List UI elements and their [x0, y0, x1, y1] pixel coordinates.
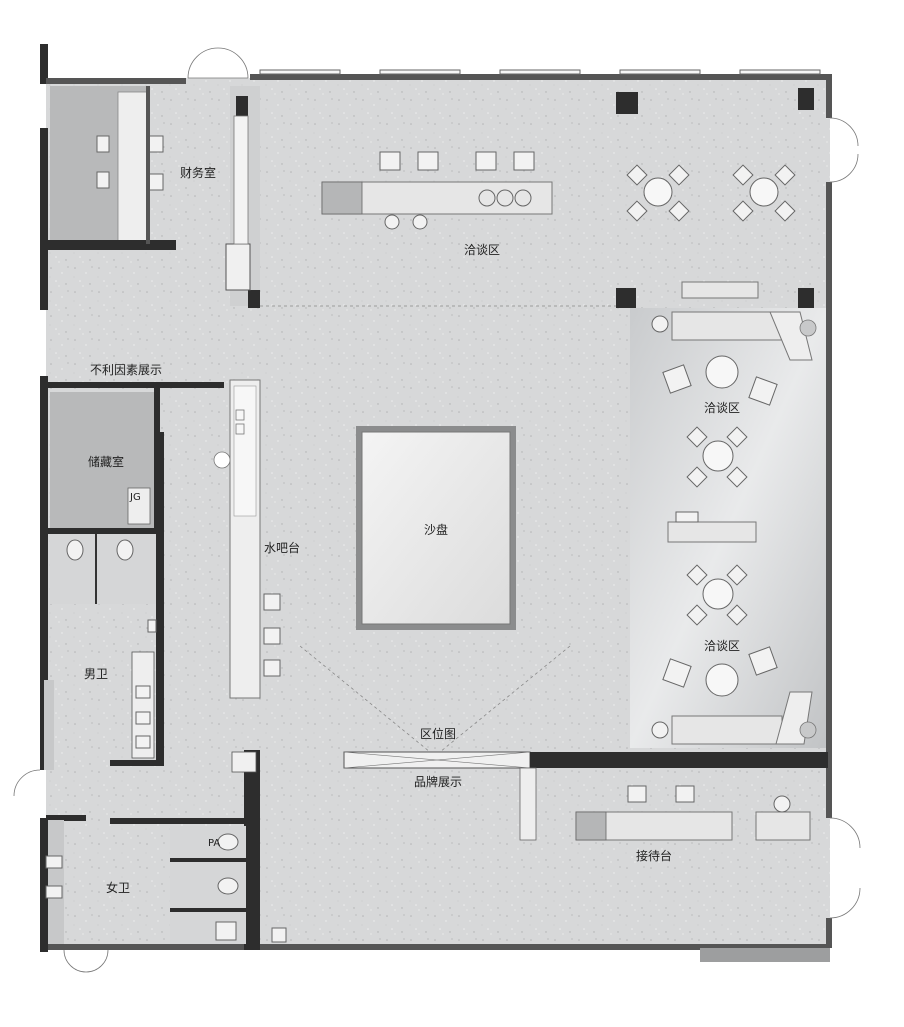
label-negotiation-low: 洽谈区 [704, 639, 740, 653]
finance-room [46, 86, 176, 250]
bar-stool [384, 214, 400, 230]
bar-chair [379, 151, 401, 171]
door-bottom [63, 949, 109, 973]
planter-mid [667, 511, 757, 543]
label-mens-wc: 男卫 [84, 667, 108, 681]
label-negotiation-mid: 洽谈区 [704, 401, 740, 415]
door-top [187, 47, 249, 79]
womens-wc-fixtures [45, 826, 287, 944]
label-unfavorable-display: 不利因素展示 [90, 363, 162, 377]
bar-stool [263, 659, 281, 677]
bar-chair [475, 151, 497, 171]
table-set [732, 164, 796, 222]
sink-icon [45, 885, 63, 899]
finance-chair [96, 171, 110, 189]
mens-wc-fixtures [50, 534, 157, 759]
labels: 财务室 洽谈区 不利因素展示 储藏室 JG 洽谈区 沙盘 水吧台 洽谈区 男卫 … [84, 165, 740, 895]
storage-room [50, 392, 156, 530]
label-pa: PA [208, 838, 220, 849]
bar-stool [412, 214, 428, 230]
top-windows [259, 69, 821, 75]
table-set [686, 564, 748, 626]
water-bar [213, 379, 281, 699]
toilet-icon [116, 539, 134, 561]
sink-icon [135, 711, 151, 725]
label-storage: 储藏室 [88, 454, 124, 469]
top-bar-counter [321, 151, 553, 230]
sink-icon [45, 855, 63, 869]
planter [681, 281, 759, 299]
finance-chair [96, 135, 110, 153]
toilet-icon [66, 539, 84, 561]
sink-icon [135, 735, 151, 749]
bar-stool [263, 593, 281, 611]
label-brand-display: 品牌展示 [414, 775, 462, 789]
label-finance: 财务室 [180, 165, 216, 180]
bar-chair [417, 151, 439, 171]
finance-chair [148, 135, 164, 153]
table-set [686, 426, 748, 488]
sight-lines [260, 305, 616, 753]
label-reception: 接待台 [636, 848, 672, 863]
sink-icon [135, 685, 151, 699]
door-right-bottom [829, 817, 861, 919]
label-negotiation-top: 洽谈区 [464, 243, 500, 257]
label-location-map: 区位图 [420, 726, 456, 741]
toilet-icon [217, 877, 239, 895]
label-sand-table: 沙盘 [424, 522, 448, 537]
toilet-icon [217, 833, 239, 851]
sand-table [356, 426, 516, 630]
lounge-armchairs [662, 646, 778, 697]
label-storage-tag: JG [129, 492, 141, 503]
lounge-sofa-top [651, 311, 817, 361]
table-set [626, 164, 690, 222]
lounge-armchairs [662, 355, 778, 406]
finance-chair [148, 173, 164, 191]
label-water-bar: 水吧台 [264, 540, 300, 555]
interior-walls [40, 86, 260, 952]
bar-chair [513, 151, 535, 171]
bar-stool [263, 627, 281, 645]
brand-wall [343, 751, 828, 841]
label-womens-wc: 女卫 [106, 880, 130, 895]
reception-desk [575, 785, 811, 841]
door-left [13, 769, 41, 797]
lounge-sofa-bottom [651, 691, 817, 745]
door-right-top [829, 117, 859, 183]
